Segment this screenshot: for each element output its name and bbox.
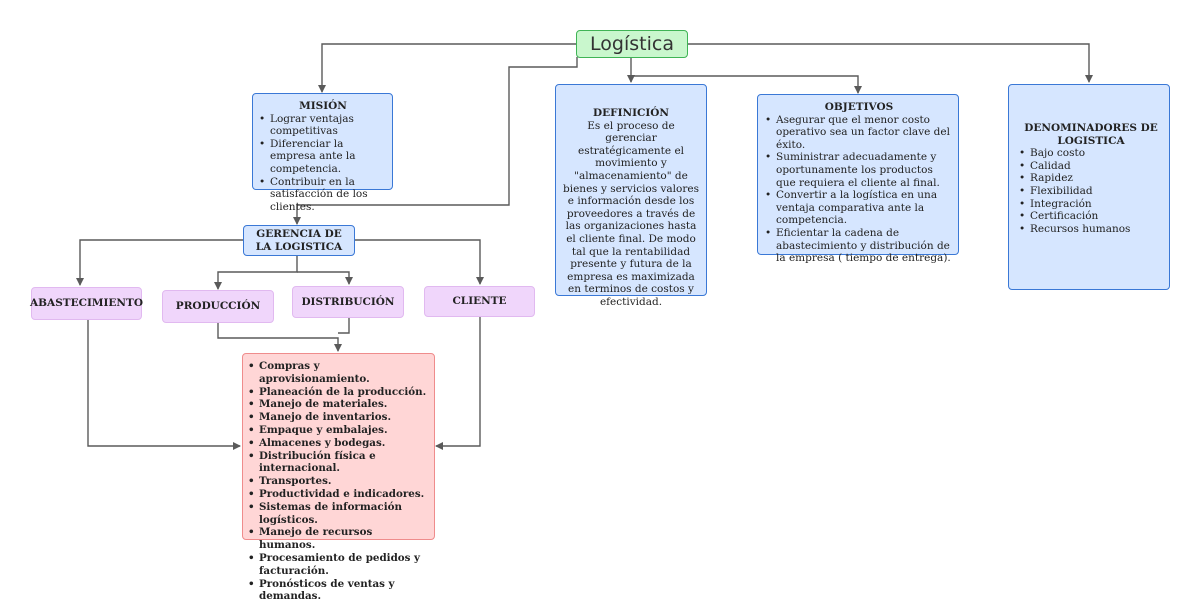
root-label: Logística — [590, 32, 674, 55]
actividades-list: Compras y aprovisionamiento. Planeación … — [248, 360, 430, 603]
actividad-item: Manejo de inventarios. — [248, 411, 430, 424]
cliente-label: CLIENTE — [452, 295, 507, 308]
edge-gerencia-cliente — [355, 239, 484, 285]
actividad-item: Pronósticos de ventas y demandas. — [248, 578, 430, 603]
gerencia-node[interactable]: GERENCIA DE LA LOGISTICA — [243, 225, 355, 256]
edge-gerencia-produccion — [214, 256, 298, 290]
denominadores-list: Bajo costo Calidad Rapidez Flexibilidad … — [1019, 147, 1163, 235]
distribucion-node[interactable]: DISTRIBUCIÓN — [292, 286, 404, 318]
definicion-node[interactable]: DEFINICIÓN Es el proceso de gerenciar es… — [555, 84, 707, 308]
actividades-node[interactable]: Compras y aprovisionamiento. Planeación … — [242, 353, 435, 602]
actividad-item: Productividad e indicadores. — [248, 488, 430, 501]
denominadores-item: Rapidez — [1019, 172, 1163, 185]
produccion-node[interactable]: PRODUCCIÓN — [162, 290, 274, 323]
mision-item: Diferenciar la empresa ante la competenc… — [259, 138, 387, 176]
objetivos-item: Convertir a la logística en una ventaja … — [765, 189, 953, 227]
actividad-item: Almacenes y bodegas. — [248, 437, 430, 450]
denominadores-title: DENOMINADORES DE LOGISTICA — [1024, 122, 1158, 147]
denominadores-item: Bajo costo — [1019, 147, 1163, 160]
distribucion-label: DISTRIBUCIÓN — [301, 295, 395, 308]
root-node-logistica[interactable]: Logística — [576, 30, 688, 58]
actividad-item: Planeación de la producción. — [248, 386, 430, 399]
objetivos-list: Asegurar que el menor costo operativo se… — [765, 114, 953, 265]
abastecimiento-label: ABASTECIMIENTO — [30, 297, 143, 310]
edge-cliente-actividades — [435, 317, 481, 450]
objetivos-title: OBJETIVOS — [824, 101, 894, 113]
actividad-item: Sistemas de información logísticos. — [248, 501, 430, 527]
objetivos-item: Asegurar que el menor costo operativo se… — [765, 114, 953, 152]
edge-gerencia-abastecimiento — [76, 239, 243, 286]
actividad-item: Procesamiento de pedidos y facturación. — [248, 552, 430, 578]
definicion-title: DEFINICIÓN — [593, 107, 669, 119]
cliente-node[interactable]: CLIENTE — [424, 286, 535, 317]
actividad-item: Manejo de materiales. — [248, 398, 430, 411]
denominadores-item: Calidad — [1019, 160, 1163, 173]
denominadores-item: Recursos humanos — [1019, 223, 1163, 236]
denominadores-item: Certificación — [1019, 210, 1163, 223]
edge-produccion-actividades — [217, 322, 342, 352]
gerencia-label: GERENCIA DE LA LOGISTICA — [255, 227, 343, 253]
mision-title: MISIÓN — [299, 100, 347, 112]
objetivos-item: Suministrar adecuadamente y oportunament… — [765, 151, 953, 189]
edge-distribucion-actividades — [338, 318, 350, 334]
actividad-item: Empaque y embalajes. — [248, 424, 430, 437]
objetivos-item: Eficientar la cadena de abastecimiento y… — [765, 227, 953, 265]
edge-root-denominadores — [688, 43, 1093, 83]
edge-abastecimiento-actividades — [87, 320, 241, 450]
connector-lines — [76, 43, 1093, 450]
edge-root-mision — [318, 43, 577, 93]
produccion-label: PRODUCCIÓN — [175, 300, 261, 313]
objetivos-node[interactable]: OBJETIVOS Asegurar que el menor costo op… — [757, 94, 959, 264]
mision-list: Lograr ventajas competitivas Diferenciar… — [259, 113, 387, 214]
denominadores-item: Flexibilidad — [1019, 185, 1163, 198]
actividad-item: Distribución física e internacional. — [248, 450, 430, 476]
edge-gerencia-distribucion — [297, 271, 353, 285]
abastecimiento-node[interactable]: ABASTECIMIENTO — [30, 287, 143, 320]
denominadores-item: Integración — [1019, 198, 1163, 211]
actividad-item: Compras y aprovisionamiento. — [248, 360, 430, 386]
mision-item: Lograr ventajas competitivas — [259, 113, 387, 138]
mision-node[interactable]: MISIÓN Lograr ventajas competitivas Dife… — [252, 93, 393, 213]
actividad-item: Transportes. — [248, 475, 430, 488]
mision-item: Contribuir en la satisfacción de los cli… — [259, 176, 387, 214]
definicion-text: Es el proceso de gerenciar estratégicame… — [563, 119, 699, 308]
edge-root-objetivos — [631, 75, 862, 94]
actividad-item: Manejo de recursos humanos. — [248, 526, 430, 552]
denominadores-node[interactable]: DENOMINADORES DE LOGISTICA Bajo costo Ca… — [1008, 84, 1170, 290]
